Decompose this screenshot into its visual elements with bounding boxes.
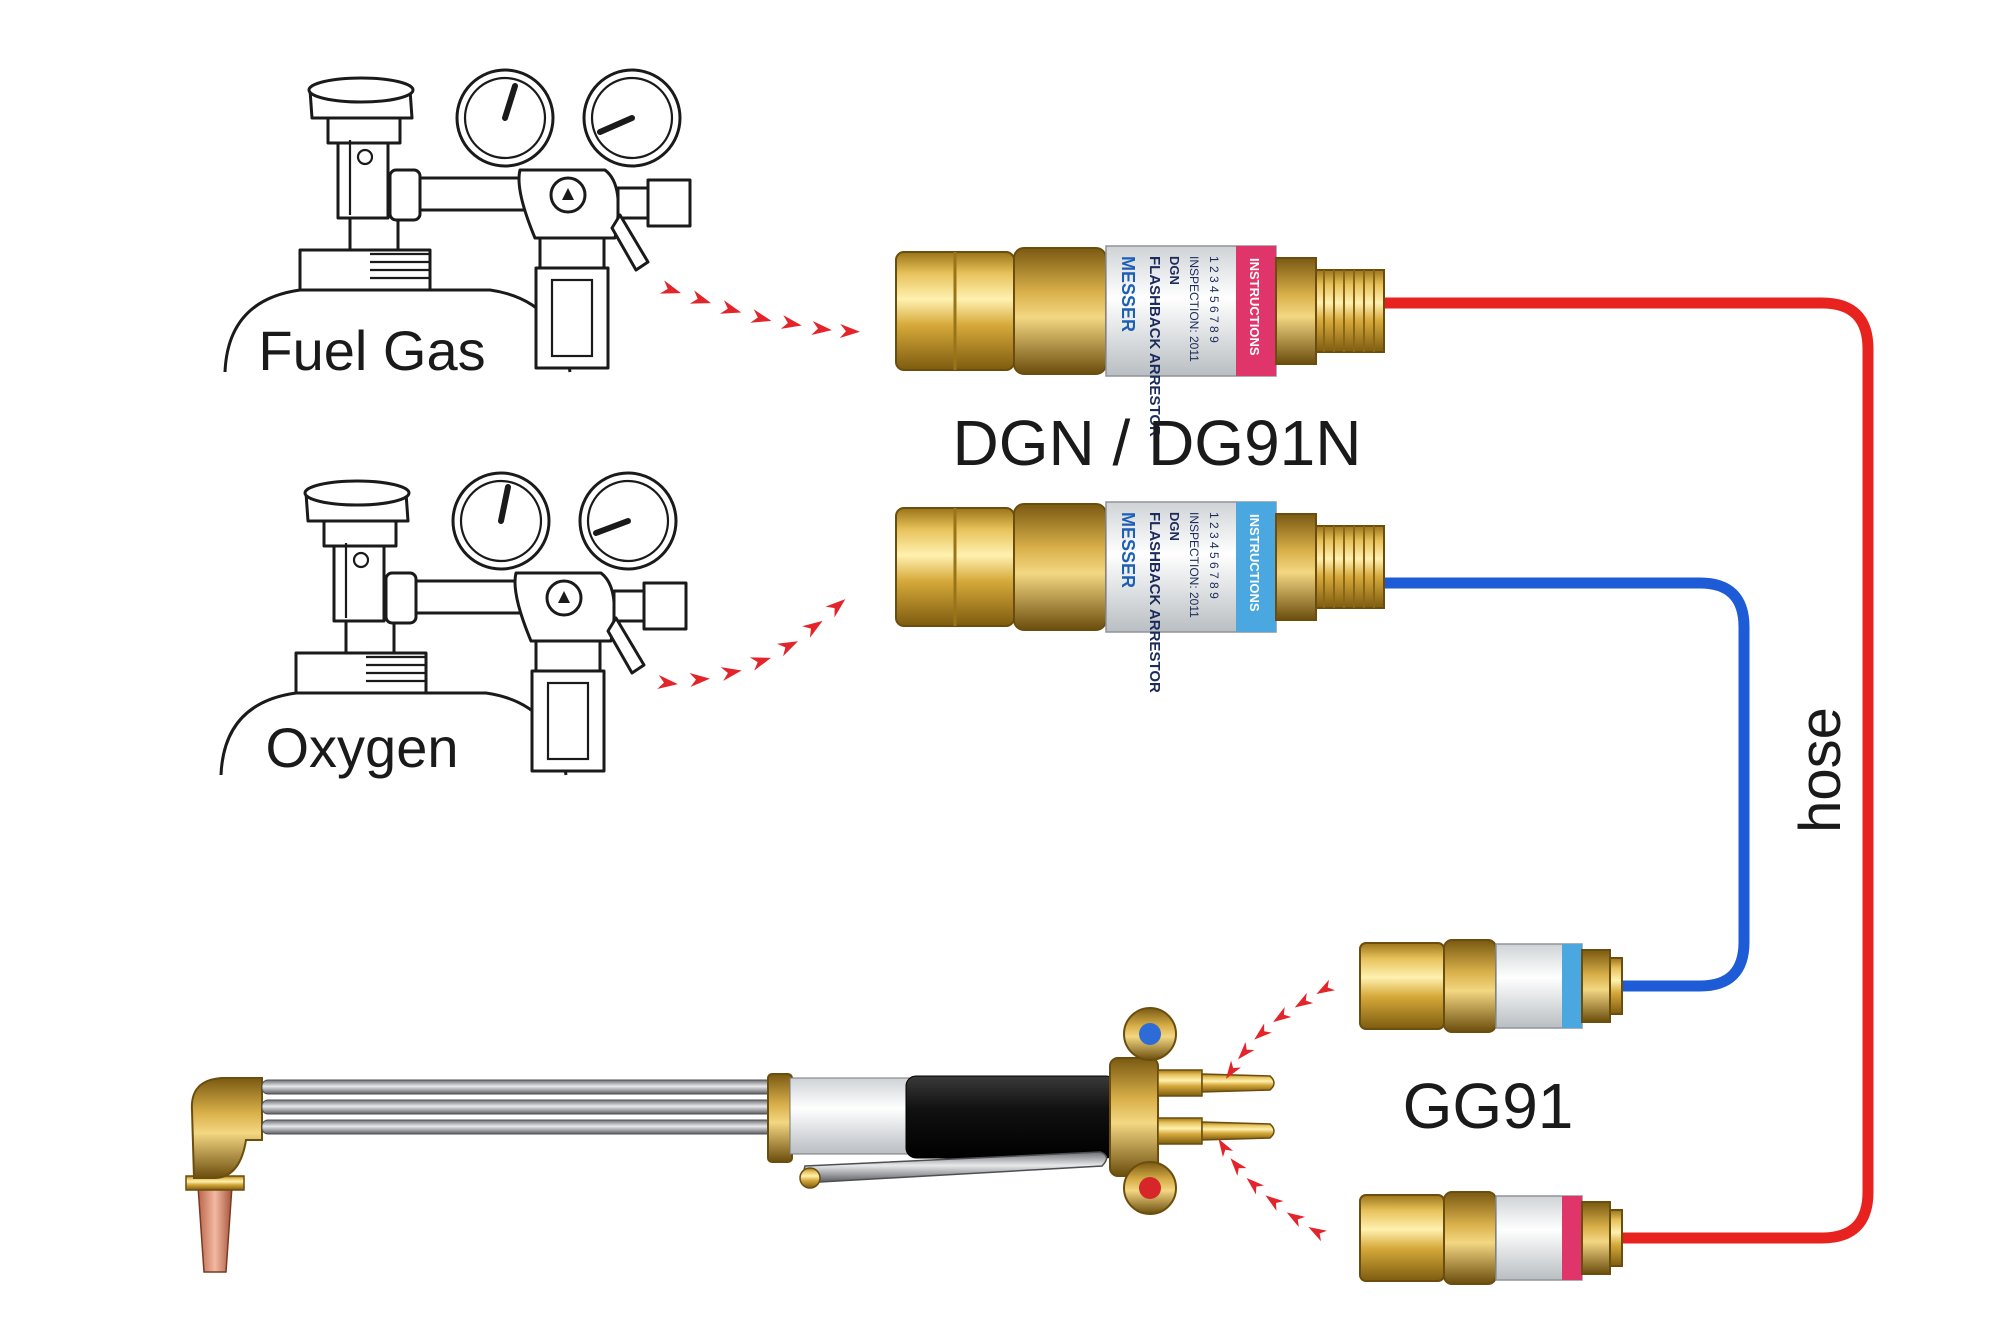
arrestor-title: FLASHBACK ARRESTOR xyxy=(1146,256,1163,437)
red-chevron-arrow-icon xyxy=(825,599,846,618)
gg91-arrestor-fuel-gas xyxy=(1359,1191,1623,1285)
arrestor-model: DGN xyxy=(1167,256,1182,285)
arrow-chain-fuel-torch xyxy=(1218,1138,1327,1242)
red-chevron-arrow-icon xyxy=(780,315,802,329)
hose-label: hose xyxy=(1788,707,1853,833)
arrestor-months: 1 2 3 4 5 6 7 8 9 xyxy=(1207,256,1221,343)
arrestor-instructions: INSTRUCTIONS xyxy=(1247,258,1262,356)
red-chevron-arrow-icon xyxy=(811,321,832,335)
fuel-gas-cylinder-regulator xyxy=(223,68,692,373)
oxygen-label: Oxygen xyxy=(266,716,459,779)
arrestor-title: FLASHBACK ARRESTOR xyxy=(1146,512,1163,693)
arrestor-brand: MESSER xyxy=(1118,512,1138,588)
red-chevron-arrow-icon xyxy=(720,667,742,681)
arrestor-label: MESSER FLASHBACK ARRESTOR DGN INSPECTION… xyxy=(1118,512,1262,693)
red-chevron-arrow-icon xyxy=(1237,1041,1255,1060)
red-chevron-arrow-icon xyxy=(1230,1158,1247,1176)
red-chevron-arrow-icon xyxy=(689,673,710,687)
arrestor-label: MESSER FLASHBACK ARRESTOR DGN INSPECTION… xyxy=(1118,256,1262,437)
gg91-arrestor-oxygen xyxy=(1359,939,1623,1033)
cylinder-icon xyxy=(223,76,572,373)
red-chevron-arrow-icon xyxy=(1308,1227,1327,1242)
arrestor-instructions: INSTRUCTIONS xyxy=(1247,514,1262,612)
red-chevron-arrow-icon xyxy=(1294,992,1314,1008)
arrestor-model: DGN xyxy=(1167,512,1182,541)
cylinder-icon xyxy=(219,479,568,776)
red-chevron-arrow-icon xyxy=(802,620,823,638)
red-chevron-arrow-icon xyxy=(1316,979,1335,994)
red-chevron-arrow-icon xyxy=(1225,1060,1241,1079)
dgn-arrestor-oxygen: MESSER FLASHBACK ARRESTOR DGN INSPECTION… xyxy=(895,501,1385,693)
gg91-model-label: GG91 xyxy=(1403,1070,1574,1142)
red-chevron-arrow-icon xyxy=(659,280,682,294)
oxygen-hose xyxy=(1383,577,1750,992)
arrow-chain-oxygen-torch xyxy=(1225,979,1335,1079)
fuel-gas-label: Fuel Gas xyxy=(258,319,485,382)
arrestor-inspection: INSPECTION: 2011 xyxy=(1187,512,1201,618)
arrestor-inspection: INSPECTION: 2011 xyxy=(1187,256,1201,362)
red-chevron-arrow-icon xyxy=(750,309,772,323)
dgn-arrestor-fuel-gas: MESSER FLASHBACK ARRESTOR DGN INSPECTION… xyxy=(895,245,1385,437)
arrow-chain-oxygen-regulator xyxy=(657,599,846,689)
red-chevron-arrow-icon xyxy=(749,657,772,671)
regulator-icon xyxy=(386,68,692,370)
oxygen-cylinder-regulator xyxy=(219,471,688,776)
red-chevron-arrow-icon xyxy=(1218,1138,1234,1158)
red-chevron-arrow-icon xyxy=(689,290,712,304)
fuel-gas-hose xyxy=(1383,297,1874,1244)
regulator-icon xyxy=(382,471,688,773)
arrestor-months: 1 2 3 4 5 6 7 8 9 xyxy=(1207,512,1221,599)
red-chevron-arrow-icon xyxy=(1254,1023,1272,1040)
red-chevron-arrow-icon xyxy=(839,324,860,338)
red-chevron-arrow-icon xyxy=(657,675,678,689)
arrow-chain-fuel-regulator xyxy=(659,280,860,338)
red-chevron-arrow-icon xyxy=(1246,1177,1265,1195)
copper-nozzle xyxy=(197,1185,233,1273)
red-chevron-arrow-icon xyxy=(1265,1195,1284,1211)
red-chevron-arrow-icon xyxy=(776,641,798,657)
red-chevron-arrow-icon xyxy=(1273,1007,1292,1023)
cutting-torch-icon xyxy=(185,1007,1275,1273)
red-chevron-arrow-icon xyxy=(720,300,742,314)
red-chevron-arrow-icon xyxy=(1286,1212,1306,1228)
arrestor-brand: MESSER xyxy=(1118,256,1138,332)
dgn-model-label: DGN / DG91N xyxy=(953,407,1362,479)
